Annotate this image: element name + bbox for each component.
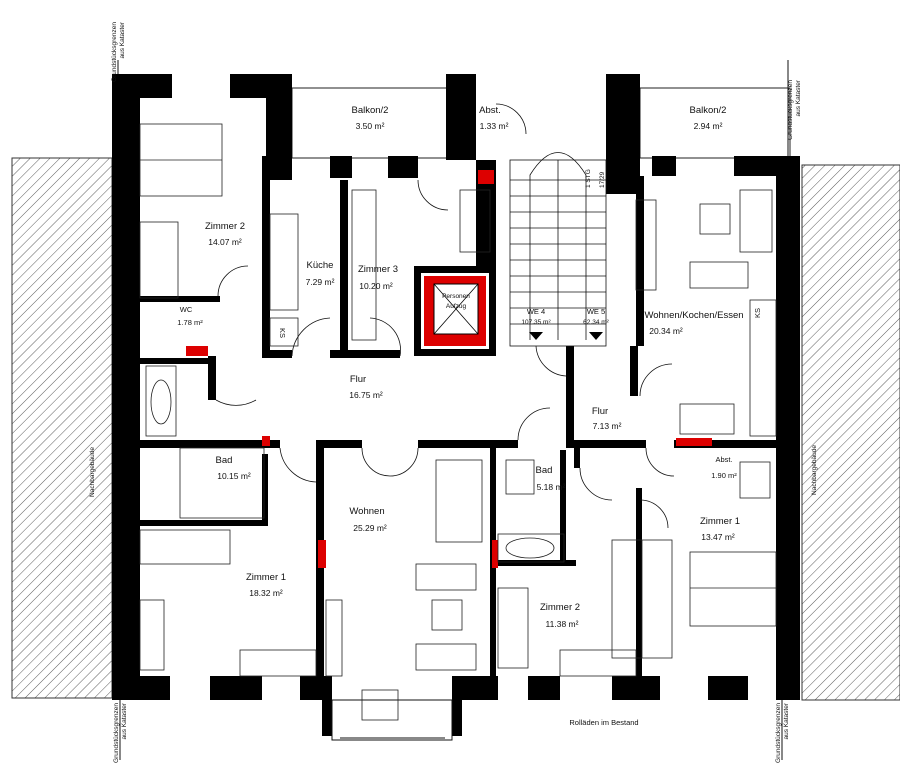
label-boundary-bl-2: aus Kataster — [121, 702, 128, 739]
label-balkon-right-name: Balkon/2 — [690, 105, 727, 116]
label-boundary-tl-1: Grundstücksgrenzen — [111, 22, 118, 82]
label-balkon-left-name: Balkon/2 — [352, 105, 389, 116]
label-zimmer3-name: Zimmer 3 — [358, 264, 398, 275]
label-bad-right-area: 5.18 m² — [537, 482, 566, 492]
label-abst-top-name: Abst. — [479, 105, 501, 116]
label-elevator-line2: Aufzug — [446, 303, 467, 310]
label-abst-top-area: 1.33 m² — [480, 121, 509, 131]
label-boundary-br-1: Grundstücksgrenzen — [775, 703, 782, 763]
label-wohnen-name: Wohnen — [349, 506, 384, 517]
label-bad-left-name: Bad — [216, 455, 233, 466]
label-boundary-bl-1: Grundstücksgrenzen — [113, 703, 120, 763]
label-balkon-left-area: 3.50 m² — [356, 121, 385, 131]
label-kueche-name: Küche — [307, 260, 334, 271]
label-boundary-tr-2: aus Kataster — [795, 79, 802, 116]
red-markers — [186, 170, 712, 568]
label-wc-name: WC — [180, 305, 193, 314]
label-flur-left-name: Flur — [350, 374, 366, 385]
label-zimmer1-left-name: Zimmer 1 — [246, 572, 286, 583]
neighbor-building-left — [11, 157, 113, 699]
label-wohnen-kochen-name: Wohnen/Kochen/Essen — [644, 310, 743, 321]
label-zimmer2-right-area: 11.38 m² — [546, 619, 579, 629]
label-bad-right-name: Bad — [536, 465, 553, 476]
label-zimmer1-right-area: 13.47 m² — [701, 532, 735, 542]
label-we4-name: WE 4 — [527, 307, 545, 316]
unit-labels: WE 4 107.35 m² WE 5 62.34 m² Personen Au… — [442, 293, 610, 340]
staircase — [509, 152, 607, 347]
label-ks-kueche: KS — [278, 328, 287, 338]
label-zimmer1-right-name: Zimmer 1 — [700, 516, 740, 527]
label-rollladen: Rolläden im Bestand — [569, 718, 638, 727]
label-we4-area: 107.35 m² — [521, 319, 551, 326]
label-ks-wohnen: KS — [753, 308, 762, 318]
bay-window — [331, 699, 453, 741]
label-abst-right-name: Abst. — [715, 455, 732, 464]
room-labels: Balkon/2 3.50 m² Abst. 1.33 m² Balkon/2 … — [177, 105, 743, 629]
label-boundary-tr-1: Grundstücksgrenzen — [787, 80, 794, 140]
label-we5-area: 62.34 m² — [583, 319, 609, 326]
elevator — [419, 271, 491, 351]
label-bad-left-area: 10.15 m² — [217, 471, 251, 481]
label-zimmer3-area: 10.20 m² — [359, 281, 393, 291]
outer-walls — [112, 74, 800, 736]
label-boundary-br-2: aus Kataster — [783, 702, 790, 739]
label-zimmer1-left-area: 18.32 m² — [249, 588, 283, 598]
label-abst-right-area: 1.90 m² — [711, 471, 737, 480]
label-neighbor-right: Nachbargebäude — [811, 445, 818, 495]
label-we5-name: WE 5 — [587, 307, 605, 316]
label-zimmer2-right-name: Zimmer 2 — [540, 602, 580, 613]
neighbor-building-right — [801, 164, 900, 701]
property-boundary-lines — [117, 60, 789, 760]
label-stair-steps: 17/29 — [599, 171, 606, 188]
door-swings — [215, 103, 675, 529]
label-elevator-line1: Personen — [442, 293, 470, 300]
label-stair: 1 STG — [585, 169, 592, 188]
furniture — [139, 123, 777, 721]
label-flur-left-area: 16.75 m² — [349, 390, 383, 400]
label-wohnen-kochen-area: 20.34 m² — [649, 326, 683, 336]
label-flur-right-name: Flur — [592, 406, 608, 417]
label-wohnen-area: 25.29 m² — [353, 523, 387, 533]
label-kueche-area: 7.29 m² — [306, 277, 335, 287]
label-zimmer2-left-area: 14.07 m² — [208, 237, 242, 247]
we5-arrow-icon — [589, 332, 603, 340]
label-balkon-right-area: 2.94 m² — [694, 121, 723, 131]
label-neighbor-left: Nachbargebäude — [89, 447, 96, 497]
label-wc-area: 1.78 m² — [177, 318, 203, 327]
label-zimmer2-left-name: Zimmer 2 — [205, 221, 245, 232]
we4-arrow-icon — [529, 332, 543, 340]
label-boundary-tl-2: aus Kataster — [119, 21, 126, 58]
label-flur-right-area: 7.13 m² — [593, 421, 622, 431]
